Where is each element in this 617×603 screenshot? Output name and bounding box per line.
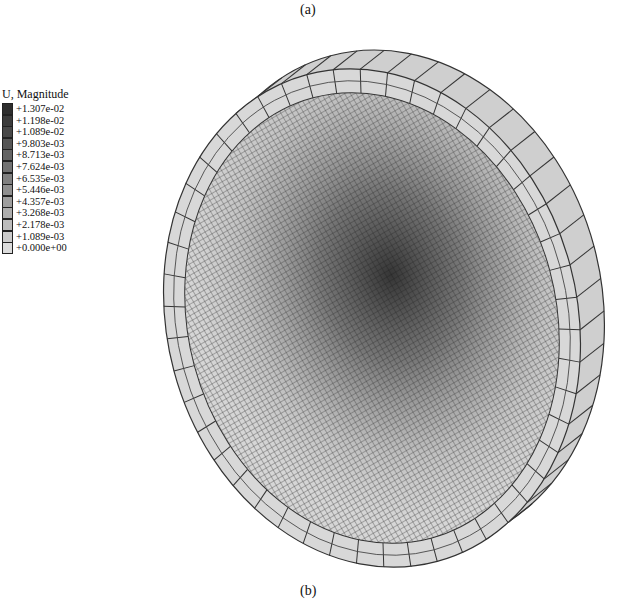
legend-heading: U, Magnitude xyxy=(2,88,69,100)
legend-value: +6.535e-03 xyxy=(16,174,64,185)
rim-element-edge xyxy=(557,215,587,234)
rim-element-edge xyxy=(577,343,607,362)
ring-element-edge xyxy=(540,234,561,242)
legend-swatch xyxy=(2,207,13,219)
ring-element-edge xyxy=(230,469,251,485)
legend-value: +0.000e+00 xyxy=(16,243,67,254)
rim-element-edge xyxy=(527,157,557,176)
legend-swatch xyxy=(2,184,13,196)
legend-value: +4.357e-03 xyxy=(16,197,64,208)
ring-element-edge xyxy=(212,446,233,460)
legend-value: +8.713e-03 xyxy=(16,150,64,161)
ring-element-edge xyxy=(196,421,217,432)
legend-swatch xyxy=(2,126,13,138)
legend-value: +1.089e-02 xyxy=(16,127,64,138)
legend-swatch xyxy=(2,149,13,161)
legend-value: +5.446e-03 xyxy=(16,185,64,196)
ring-element-edge xyxy=(168,238,189,254)
ring-element-edge xyxy=(527,204,548,215)
legend-value: +1.089e-03 xyxy=(16,232,64,243)
legend-value: +7.624e-03 xyxy=(16,162,64,173)
panel-label: (a) xyxy=(300,3,316,17)
rim-element-edge xyxy=(463,90,493,109)
panel-label: (b) xyxy=(300,584,316,598)
legend-value: +1.307e-02 xyxy=(16,104,64,115)
rim-element-edge xyxy=(411,62,441,81)
legend-swatch xyxy=(2,242,13,254)
rim-element-edge xyxy=(543,185,573,204)
legend-value: +9.803e-03 xyxy=(16,139,64,150)
rim-element-edge xyxy=(508,132,538,151)
legend-value: +2.178e-03 xyxy=(16,220,64,231)
legend-swatch xyxy=(2,161,13,173)
rim-element-edge xyxy=(384,54,414,73)
ring-element-edge xyxy=(555,382,576,398)
rim-element-edge xyxy=(574,278,604,297)
rim-element-edge xyxy=(577,311,607,330)
rim-element-edge xyxy=(357,50,387,69)
rim-element-edge xyxy=(486,109,516,128)
rim-element-edge xyxy=(567,246,597,265)
legend-swatch xyxy=(2,219,13,231)
ring-element-edge xyxy=(493,150,514,166)
rim-element-edge xyxy=(330,51,360,70)
ring-element-edge xyxy=(183,394,204,402)
legend-value: +3.268e-03 xyxy=(16,208,64,219)
ring-element-edge xyxy=(122,36,617,601)
legend-swatch xyxy=(2,103,13,115)
rim-element-edge xyxy=(438,74,468,93)
ring-element-edge xyxy=(511,176,532,190)
legend-value: +1.198e-02 xyxy=(16,116,64,127)
